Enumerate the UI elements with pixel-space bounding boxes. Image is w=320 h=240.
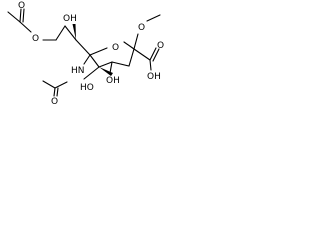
bond-lines [7, 8, 161, 97]
atom-label-oh-acid: OH [147, 72, 161, 82]
atom-label-o-ring: O [112, 43, 119, 53]
atom-label-o-acid: O [157, 41, 164, 51]
atom-label-o-amide: O [51, 97, 58, 107]
atom-label-oh-side-chain: OH [63, 14, 77, 24]
atom-label-oh-bottom: OH [106, 76, 120, 86]
stereo-wedges [72, 24, 113, 76]
atom-label-o-ester: O [32, 34, 39, 44]
chemical-structure: O O OH O O HN HO OH OH O O [0, 0, 171, 107]
atom-label-nh: HN [71, 66, 85, 76]
structure-svg: O O OH O O HN HO OH OH O O [7, 1, 164, 107]
atom-label-ho-left: HO [80, 83, 94, 93]
atom-labels: O O OH O O HN HO OH OH O O [18, 1, 164, 107]
atom-label-o-methoxy: O [138, 23, 145, 33]
atom-label-o-ester-carbonyl: O [18, 1, 25, 11]
